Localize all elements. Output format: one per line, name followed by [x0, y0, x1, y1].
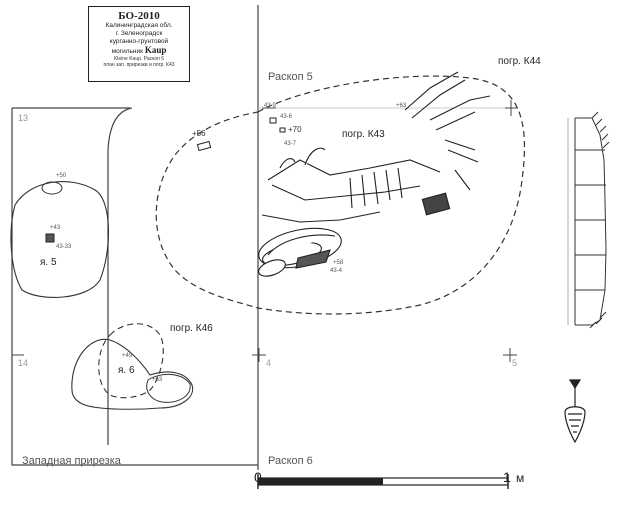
pit-5-small-oval: [41, 181, 63, 195]
elev-63: +63: [396, 103, 407, 109]
label-excavation-6: Раскоп 6: [268, 455, 313, 467]
elev-43-9: 43-9: [264, 103, 277, 109]
elev-70: +70: [288, 125, 302, 134]
pit-5-contour: [10, 181, 110, 298]
label-pit-5: я. 5: [40, 257, 57, 268]
title-line-6: план зап. прирезки и погр. К43: [103, 62, 175, 68]
grid-crosses: [12, 100, 518, 362]
elev-43-4: 43-4: [330, 268, 343, 274]
scale-start-label: 0: [254, 469, 262, 485]
elev-43: +43: [50, 225, 61, 231]
title-site-name: Kaup: [144, 45, 167, 55]
title-line-2: г. Зеленоградск: [115, 30, 163, 37]
title-line-3: курганно-грунтовой: [109, 38, 169, 45]
title-heading: БО-2010: [118, 10, 160, 22]
pit-6-contour: [71, 338, 194, 410]
label-burial-k46: погр. К46: [170, 323, 213, 334]
burial-k46-contour: [98, 323, 164, 399]
title-line-1: Калининградская обл.: [105, 22, 173, 29]
label-burial-k44: погр. К44: [498, 56, 541, 67]
elev-50: +50: [56, 173, 67, 179]
elev-63-pit6: +63: [152, 377, 163, 383]
pit-5-find: [45, 233, 55, 243]
north-arrow-icon: [564, 379, 586, 444]
elev-43-7: 43-7: [284, 141, 297, 147]
burial-k43-contour: [155, 75, 525, 315]
grid-mark-4: 4: [266, 358, 272, 368]
label-burial-k43: погр. К43: [342, 129, 385, 140]
title-line-5: Kleine Kaup. Раскоп 6: [113, 56, 165, 62]
scale-end-label: 1: [503, 469, 511, 485]
scale-unit-label: м: [516, 471, 525, 485]
elev-43-33: 43-33: [56, 244, 72, 250]
small-finds: [196, 117, 286, 152]
label-west-extension: Западная прирезка: [22, 455, 121, 467]
elev-58: +58: [333, 260, 344, 266]
grid-mark-13: 13: [18, 113, 29, 123]
grid-mark-14: 14: [18, 358, 29, 368]
label-pit-6: я. 6: [118, 365, 135, 376]
scale-bar: [257, 474, 509, 489]
skeleton-k43: [258, 71, 491, 277]
profile-section: [567, 111, 610, 329]
pit-6-inner: [146, 374, 191, 403]
excavation-boundaries: [11, 5, 515, 470]
elev-49: +49: [122, 353, 133, 359]
title-line-4-prefix: могильник: [111, 48, 143, 55]
elev-56: +56: [192, 129, 206, 138]
grid-mark-5: 5: [512, 358, 518, 368]
label-excavation-5: Раскоп 5: [268, 71, 313, 83]
title-box: БО-2010 Калининградская обл. г. Зеленогр…: [88, 6, 190, 82]
elev-43-6: 43-6: [280, 114, 293, 120]
